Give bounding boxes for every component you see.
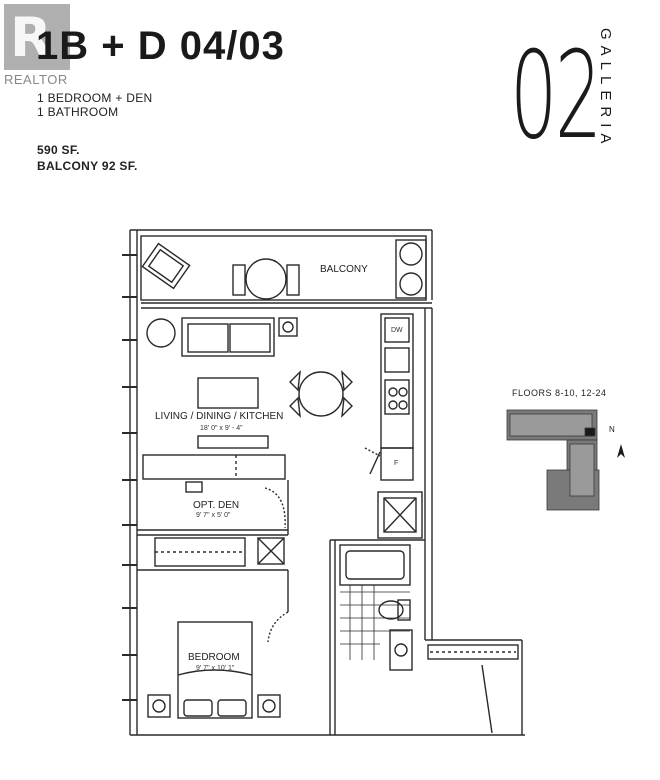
living-dimensions: 18' 0" x 9' - 4"	[200, 425, 243, 432]
balcony-label: BALCONY	[320, 264, 368, 275]
floors-label: FLOORS 8-10, 12-24	[512, 388, 607, 398]
suite-area: 590 SF.	[37, 143, 80, 157]
brand-number: 02	[510, 27, 602, 166]
nightstands	[147, 694, 281, 718]
bathroom-count: 1 BATHROOM	[37, 105, 119, 119]
balcony-lounge-chair	[141, 242, 191, 290]
dishwasher-label: DW	[391, 327, 403, 334]
realtor-logo-letter: R	[10, 6, 52, 69]
balcony-planters	[395, 239, 427, 299]
key-plan	[506, 409, 600, 511]
bedroom-label: BEDROOM	[188, 652, 240, 663]
den-label: OPT. DEN	[193, 500, 240, 511]
laundry-closet	[377, 491, 423, 539]
entry-door	[364, 447, 381, 475]
unit-type: 1 BEDROOM + DEN	[37, 91, 153, 105]
fridge	[380, 447, 414, 481]
realtor-watermark-text: REALTOR	[4, 72, 68, 87]
balcony	[140, 235, 432, 309]
realtor-watermark-logo: R	[4, 4, 70, 74]
coffee-table	[197, 377, 259, 409]
north-arrow	[617, 444, 625, 458]
suite-title: 1B + D 04/03	[36, 24, 285, 68]
balcony-table-set	[232, 258, 300, 300]
realtor-logo-box	[4, 4, 70, 70]
fridge-label: F	[394, 460, 399, 467]
floor-lamp	[278, 317, 298, 337]
den-partition	[142, 454, 286, 493]
side-table	[146, 318, 176, 348]
tv-console	[197, 435, 269, 449]
bed	[177, 621, 253, 719]
living-dining-kitchen-label: LIVING / DINING / KITCHEN	[155, 411, 284, 422]
exterior-wall	[129, 229, 525, 736]
den-closet	[154, 537, 285, 567]
brand-name: GALLERIA	[597, 28, 614, 150]
interior-walls	[137, 480, 425, 735]
bedroom-dimensions: 9' 7" x 10' 1"	[196, 665, 235, 672]
kitchen-counter	[380, 313, 414, 449]
den-dimensions: 9' 7" x 5' 0"	[196, 512, 231, 519]
bathroom	[339, 544, 413, 671]
balcony-area: BALCONY 92 SF.	[37, 159, 138, 173]
north-label: N	[609, 425, 615, 434]
entry-area	[427, 644, 519, 734]
sofa	[181, 317, 275, 357]
window-mullions	[122, 254, 137, 701]
dining-table	[289, 370, 353, 418]
